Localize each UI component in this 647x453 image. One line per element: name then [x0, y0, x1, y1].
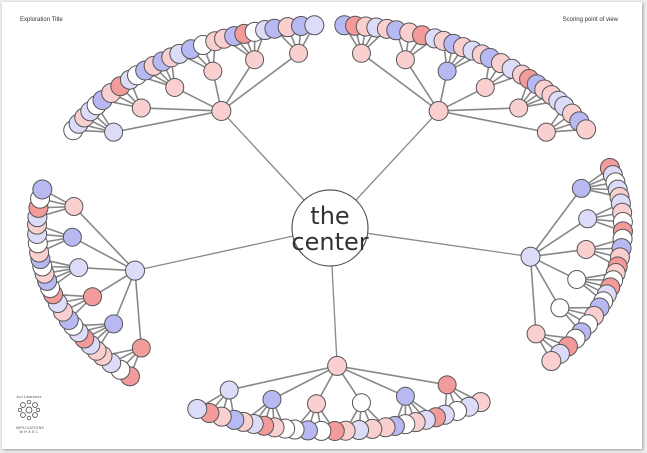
center-circle[interactable] — [291, 189, 369, 267]
second-order-node[interactable] — [245, 50, 265, 70]
second-order-node[interactable] — [437, 61, 457, 81]
implications-wheel-logo: Jon Lawrence IMPLICATIONS W H E E L — [16, 395, 45, 443]
second-order-node[interactable] — [395, 50, 415, 70]
wheel-edge — [134, 270, 143, 349]
second-order-node[interactable] — [351, 393, 371, 413]
first-order-node[interactable] — [520, 246, 541, 267]
wheel-edge — [73, 205, 136, 272]
wheel-edge — [336, 365, 406, 398]
wheel-edge — [113, 110, 222, 133]
second-order-node[interactable] — [64, 197, 84, 217]
first-order-node[interactable] — [428, 100, 449, 121]
second-order-node[interactable] — [83, 287, 103, 307]
second-order-node[interactable] — [131, 98, 151, 118]
wheel-edge — [271, 365, 338, 401]
center-label-line2: center — [291, 228, 368, 256]
third-order-node[interactable] — [187, 398, 208, 419]
wheel-nodes — [27, 15, 633, 441]
wheel-edge — [404, 59, 440, 112]
wheel-edge — [71, 236, 136, 272]
second-order-node[interactable] — [526, 324, 546, 344]
wheel-edge — [438, 107, 519, 112]
second-order-node[interactable] — [437, 375, 457, 395]
exploration-title[interactable]: Exploration Title — [20, 17, 63, 23]
third-order-node[interactable] — [32, 179, 53, 200]
second-order-node[interactable] — [576, 239, 596, 259]
second-order-node[interactable] — [203, 61, 223, 81]
first-order-node[interactable] — [125, 260, 146, 281]
wheel-edge — [220, 59, 256, 112]
second-order-node[interactable] — [262, 389, 282, 409]
second-order-node[interactable] — [567, 269, 587, 289]
third-order-node[interactable] — [576, 119, 597, 140]
second-order-node[interactable] — [536, 122, 556, 142]
second-order-node[interactable] — [509, 98, 529, 118]
first-order-node[interactable] — [211, 100, 232, 121]
second-order-node[interactable] — [578, 209, 598, 229]
wheel-edge — [229, 365, 338, 391]
logo-line1: IMPLICATIONS — [16, 426, 45, 430]
wheel-edge — [337, 365, 448, 386]
first-order-node[interactable] — [327, 355, 348, 376]
wheel-edge — [141, 107, 222, 112]
second-order-node[interactable] — [219, 380, 239, 400]
scoring-point-of-view[interactable]: Scoring point of view — [562, 17, 618, 23]
logo-mark-icon — [17, 399, 41, 421]
second-order-node[interactable] — [104, 122, 124, 142]
second-order-node[interactable] — [104, 314, 124, 334]
wheel-edge — [438, 110, 547, 133]
logo-tagline: Jon Lawrence — [16, 395, 42, 399]
wheel-edge — [220, 52, 300, 112]
second-order-node[interactable] — [475, 77, 495, 97]
third-order-node[interactable] — [541, 351, 562, 372]
second-order-node[interactable] — [69, 258, 89, 278]
third-order-node[interactable] — [304, 15, 325, 36]
second-order-node[interactable] — [395, 386, 415, 406]
second-order-node[interactable] — [571, 178, 591, 198]
logo-line2: W H E E L — [19, 430, 39, 434]
second-order-node[interactable] — [351, 43, 371, 63]
wheel-edge — [530, 218, 589, 258]
second-order-node[interactable] — [289, 43, 309, 63]
center-node[interactable]: the center — [291, 189, 369, 267]
second-order-node[interactable] — [306, 394, 326, 414]
second-order-node[interactable] — [165, 77, 185, 97]
second-order-node[interactable] — [62, 227, 82, 247]
second-order-node[interactable] — [131, 338, 151, 358]
wheel-edge — [529, 256, 537, 334]
wheel-edge — [529, 187, 583, 258]
center-label-line1: the — [310, 202, 349, 230]
second-order-node[interactable] — [550, 298, 570, 318]
wheel-edge — [360, 52, 440, 112]
